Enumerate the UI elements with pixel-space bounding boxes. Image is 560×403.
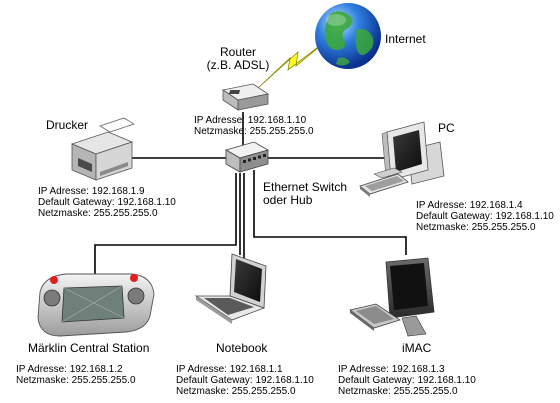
pc-mask: Netzmaske: 255.255.255.0 [416,222,536,234]
laptop-icon [194,253,267,324]
router-icon [221,83,270,111]
imac-gateway: Default Gateway: 192.168.1.10 [338,375,476,387]
notebook-mask: Netzmaske: 255.255.255.0 [176,386,296,398]
central-station-icon [37,273,155,337]
notebook-details: IP Adresse: 192.168.1.1 Default Gateway:… [176,364,314,398]
imac-ip: IP Adresse: 192.168.1.3 [338,364,445,375]
router-mask: Netzmaske: 255.255.255.0 [194,126,314,138]
switch-label-line2: oder Hub [263,193,313,208]
pc-name: PC [438,121,455,135]
router-title-line2: (z.B. ADSL) [206,58,270,73]
router-ip: IP Adresse: 192.168.1.10 [194,115,307,126]
cs-mask: Netzmaske: 255.255.255.0 [16,375,136,387]
printer-name: Drucker [46,118,89,132]
router-title: Router (z.B. ADSL) [205,45,271,73]
router-title-line1: Router [219,45,257,59]
printer-gateway: Default Gateway: 192.168.1.10 [38,197,176,209]
switch-label-line1: Ethernet Switch [263,180,348,194]
imac-name: iMAC [402,341,432,355]
cable-switch-cs [94,173,237,275]
router-details: IP Adresse: 192.168.1.10 Netzmaske: 255.… [194,115,314,137]
imac-icon [349,257,435,337]
switch-icon [224,141,270,173]
printer-icon [70,117,135,181]
internet-label: Internet [385,32,426,46]
pc-details: IP Adresse: 192.168.1.4 Default Gateway:… [416,200,554,234]
desktop-pc-icon [359,121,445,197]
cables [94,112,407,275]
pc-ip: IP Adresse: 192.168.1.4 [416,200,523,211]
switch-label: Ethernet Switch oder Hub [263,180,348,208]
printer-mask: Netzmaske: 255.255.255.0 [38,208,158,220]
globe-icon [315,3,381,69]
cs-details: IP Adresse: 192.168.1.2 Netzmaske: 255.2… [16,364,136,386]
printer-details: IP Adresse: 192.168.1.9 Default Gateway:… [38,186,176,220]
notebook-ip: IP Adresse: 192.168.1.1 [176,364,283,375]
imac-details: IP Adresse: 192.168.1.3 Default Gateway:… [338,364,476,398]
cs-ip: IP Adresse: 192.168.1.2 [16,364,123,375]
cs-name: Märklin Central Station [28,341,150,355]
cable-switch-imac [253,170,407,255]
notebook-name: Notebook [216,341,268,355]
printer-ip: IP Adresse: 192.168.1.9 [38,186,145,197]
notebook-gateway: Default Gateway: 192.168.1.10 [176,375,314,387]
pc-gateway: Default Gateway: 192.168.1.10 [416,211,554,223]
imac-mask: Netzmaske: 255.255.255.0 [338,386,458,398]
